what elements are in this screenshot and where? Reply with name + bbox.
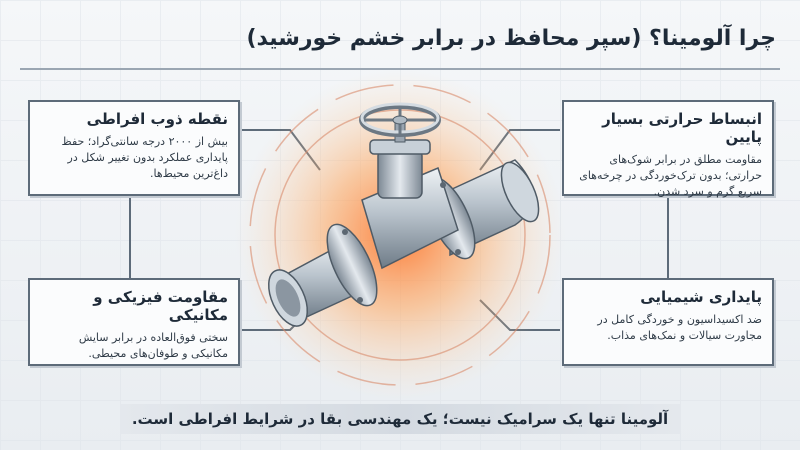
card-chemical-stability: پایداری شیمیایی ضد اکسیداسیون و خوردگی ک… bbox=[562, 278, 774, 366]
card-melting-point: نقطه ذوب افراطی بیش از ۲۰۰۰ درجه سانتی‌گ… bbox=[28, 100, 240, 196]
card-body: ضد اکسیداسیون و خوردگی کامل در مجاورت سی… bbox=[597, 313, 762, 342]
card-body: سختی فوق‌العاده در برابر سایش مکانیکی و … bbox=[78, 331, 228, 360]
card-mechanical-resistance: مقاومت فیزیکی و مکانیکی سختی فوق‌العاده … bbox=[28, 278, 240, 366]
gate-valve-icon bbox=[267, 102, 540, 327]
footer-tagline: آلومینا تنها یک سرامیک نیست؛ یک مهندسی ب… bbox=[120, 404, 680, 434]
card-heading: انبساط حرارتی بسیار پایین bbox=[602, 110, 762, 146]
card-thermal-expansion: انبساط حرارتی بسیار پایین مقاومت مطلق در… bbox=[562, 100, 774, 198]
card-heading: پایداری شیمیایی bbox=[640, 288, 762, 306]
card-heading: نقطه ذوب افراطی bbox=[86, 110, 228, 128]
card-body: مقاومت مطلق در برابر شوک‌های حرارتی؛ بدو… bbox=[579, 153, 762, 198]
page-title: چرا آلومینا؟ (سپر محافظ در برابر خشم خور… bbox=[246, 26, 776, 51]
title-divider bbox=[20, 68, 780, 70]
card-heading: مقاومت فیزیکی و مکانیکی bbox=[93, 288, 228, 324]
card-body: بیش از ۲۰۰۰ درجه سانتی‌گراد؛ حفظ پایداری… bbox=[61, 135, 229, 180]
